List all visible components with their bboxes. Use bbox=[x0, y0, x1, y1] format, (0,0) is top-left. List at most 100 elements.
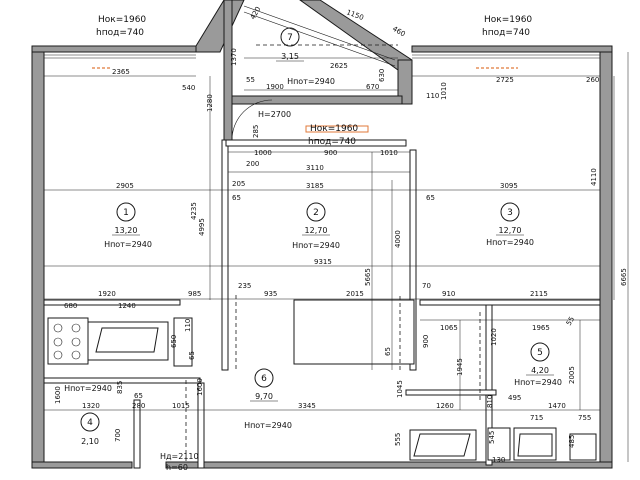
room-height: Нпот=2940 bbox=[287, 77, 335, 86]
dim-value: 65 bbox=[232, 194, 241, 202]
dim-value: 1965 bbox=[532, 324, 550, 332]
room-area: 4,20 bbox=[531, 366, 549, 375]
dim-value: 1900 bbox=[266, 83, 284, 91]
window3-nok: Нок=1960 bbox=[310, 124, 358, 134]
dim-value: 1020 bbox=[490, 328, 498, 346]
dim-value: 3345 bbox=[298, 402, 316, 410]
dim-value: 2365 bbox=[112, 68, 130, 76]
room-height: Нпот=2940 bbox=[486, 238, 534, 247]
ceiling-height-label: Н=2700 bbox=[258, 110, 291, 119]
dim-value: 755 bbox=[578, 414, 591, 422]
dim-value: 1045 bbox=[396, 380, 404, 398]
door-height-label: Нд=2110 bbox=[160, 452, 199, 461]
room-height: Нпот=2940 bbox=[244, 421, 292, 430]
dim-value: 1600 bbox=[196, 378, 204, 396]
door-threshold-label: h=60 bbox=[166, 463, 188, 472]
dim-value: 65 bbox=[188, 351, 196, 360]
dim-value: 1010 bbox=[380, 149, 398, 157]
dim-value: 1370 bbox=[230, 48, 238, 66]
room-number: 7 bbox=[287, 33, 293, 43]
dim-value: 715 bbox=[530, 414, 543, 422]
partitions bbox=[43, 139, 601, 469]
dim-value: 130 bbox=[492, 456, 505, 464]
window2-nok: Нок=1960 bbox=[484, 15, 532, 25]
dim-value: 2905 bbox=[116, 182, 134, 190]
dim-value: 670 bbox=[366, 83, 379, 91]
dim-value: 630 bbox=[378, 69, 386, 82]
dim-value: 495 bbox=[508, 394, 521, 402]
dim-value: 1260 bbox=[436, 402, 454, 410]
dim-value: 65 bbox=[134, 392, 143, 400]
dim-value: 205 bbox=[232, 180, 245, 188]
dim-value: 4235 bbox=[190, 202, 198, 220]
openings bbox=[185, 44, 481, 462]
room-number: 4 bbox=[87, 418, 93, 428]
window1-hpod: hпод=740 bbox=[96, 28, 144, 38]
room-number: 3 bbox=[507, 208, 513, 218]
dim-value: 1010 bbox=[440, 82, 448, 100]
room-number: 2 bbox=[313, 208, 319, 218]
window2-hpod: hпод=740 bbox=[482, 28, 530, 38]
dim-value: 985 bbox=[188, 290, 201, 298]
dim-value: 420 bbox=[249, 5, 263, 21]
dim-value: 110 bbox=[426, 92, 439, 100]
dim-value: 3110 bbox=[306, 164, 324, 172]
dim-value: 1470 bbox=[548, 402, 566, 410]
room-area: 3,15 bbox=[281, 52, 299, 61]
dim-value: 3095 bbox=[500, 182, 518, 190]
room-area: 13,20 bbox=[115, 226, 138, 235]
dim-value: 235 bbox=[238, 282, 251, 290]
room-4: 4 2,10 Нпот=2940 bbox=[64, 384, 112, 446]
dim-value: 1240 bbox=[118, 302, 136, 310]
dim-value: 810 bbox=[486, 395, 494, 408]
fixtures bbox=[47, 317, 597, 461]
dim-value: 4995 bbox=[198, 218, 206, 236]
dim-value: 200 bbox=[246, 160, 259, 168]
dim-value: 55 bbox=[246, 76, 255, 84]
room-area: 12,70 bbox=[305, 226, 328, 235]
dim-value: 2625 bbox=[330, 62, 348, 70]
room-6: 6 9,70 Нпот=2940 bbox=[244, 368, 292, 430]
dim-value: 5665 bbox=[364, 268, 372, 286]
dim-value: 2115 bbox=[530, 290, 548, 298]
room-height: Нпот=2940 bbox=[64, 384, 112, 393]
room-5: 5 4,20 Нпот=2940 bbox=[514, 342, 562, 387]
room-1: 1 13,20 Нпот=2940 bbox=[104, 202, 152, 249]
room-area: 2,10 bbox=[81, 437, 99, 446]
room-area: 12,70 bbox=[499, 226, 522, 235]
dim-value: 1015 bbox=[172, 402, 190, 410]
room-height: Нпот=2940 bbox=[514, 378, 562, 387]
dim-value: 910 bbox=[442, 290, 455, 298]
dim-value: 1920 bbox=[98, 290, 116, 298]
outer-walls bbox=[31, 0, 613, 469]
dim-value: 65 bbox=[426, 194, 435, 202]
room-number: 5 bbox=[537, 348, 543, 358]
dim-value: 70 bbox=[422, 282, 431, 290]
room-7: 7 3,15 Нпот=2940 bbox=[276, 27, 335, 86]
dim-value: 650 bbox=[170, 335, 178, 348]
dim-value: 545 bbox=[488, 431, 496, 444]
dim-value: 935 bbox=[264, 290, 277, 298]
dim-value: 9315 bbox=[314, 258, 332, 266]
dim-value: 485 bbox=[568, 435, 576, 448]
dim-value: 2005 bbox=[568, 366, 576, 384]
dim-value: 835 bbox=[116, 381, 124, 394]
room-3: 3 12,70 Нпот=2940 bbox=[486, 202, 534, 247]
dim-value: 1320 bbox=[82, 402, 100, 410]
dim-value: 65 bbox=[384, 347, 392, 356]
dim-value: 900 bbox=[324, 149, 337, 157]
room-number: 1 bbox=[123, 208, 129, 218]
dimension-values: 2365 540 1280 55 1900 670 630 2625 1370 … bbox=[54, 5, 628, 464]
dim-value: 540 bbox=[182, 84, 195, 92]
dim-value: 2725 bbox=[496, 76, 514, 84]
room-height: Нпот=2940 bbox=[292, 241, 340, 250]
window1-nok: Нок=1960 bbox=[98, 15, 146, 25]
dim-value: 1280 bbox=[206, 94, 214, 112]
dim-value: 680 bbox=[64, 302, 77, 310]
dim-value: 555 bbox=[394, 433, 402, 446]
dim-value: 3185 bbox=[306, 182, 324, 190]
dim-value: 1600 bbox=[54, 386, 62, 404]
dim-value: 900 bbox=[422, 335, 430, 348]
dim-value: 1065 bbox=[440, 324, 458, 332]
